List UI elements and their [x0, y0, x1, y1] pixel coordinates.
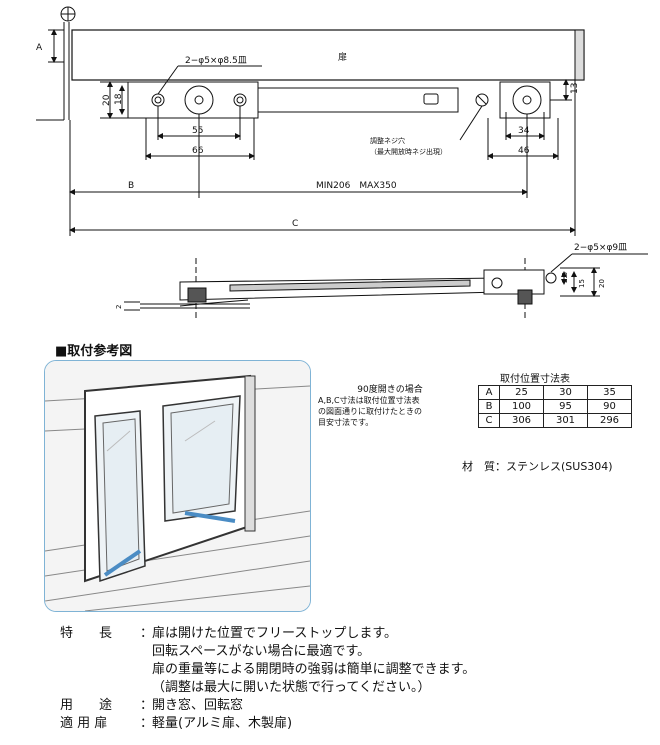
dim-55-label: 55 [192, 126, 203, 136]
side-view: 2 [115, 258, 557, 318]
door-label: 扉 [338, 51, 347, 63]
material-spec: 材 質：ステンレス(SUS304) [462, 460, 613, 473]
door-outline [71, 29, 585, 81]
row-header: B [478, 399, 500, 414]
frame-post [60, 6, 76, 120]
side-dim-15-label: 15 [578, 279, 586, 288]
screw-leader [459, 105, 483, 141]
feature-key: 用 途 [60, 698, 113, 713]
feature-line: 開き窓、回転窓 [152, 698, 244, 713]
note-body: A,B,C寸法は取付位置寸法表 の図面通りに取付けたときの 目安寸法です。 [318, 395, 468, 428]
table-cell: 25 [499, 385, 544, 400]
table-row: C 306 301 296 [478, 413, 632, 428]
table-cell: 100 [499, 399, 544, 414]
feature-colon: ： [140, 716, 154, 731]
features-list: 特 長 ： 扉は開けた位置でフリーストップします。 回転スペースがない場合に最適… [60, 625, 475, 733]
side-dim-25-label: 2.5 [561, 272, 569, 283]
dim-b-label: B [128, 181, 134, 191]
row-header: C [478, 413, 500, 428]
dim-c: C [69, 80, 576, 236]
table-cell: 90 [587, 399, 632, 414]
window-illustration [45, 361, 310, 611]
note-line: A,B,C寸法は取付位置寸法表 [318, 396, 420, 405]
dim-a: A [36, 29, 64, 121]
dim-66-label: 66 [192, 146, 204, 156]
hole-leader-left [157, 65, 179, 95]
feature-key: 特 長 [60, 626, 113, 641]
feature-line: 扉の重量等による開閉時の強弱は簡単に調整できます。 [152, 662, 476, 677]
hole-leader-right [550, 253, 573, 273]
dimension-table: A 25 30 35 B 100 95 90 C 306 301 296 [478, 385, 632, 428]
table-row: B 100 95 90 [478, 399, 632, 414]
note-title: 90度開きの場合 [357, 385, 423, 395]
feature-key: 適 用 扉 [60, 716, 108, 731]
stay-technical-drawing: 扉 A 2−φ5×φ8.5皿 20 18 [36, 6, 648, 318]
dim-b: B MIN206 MAX350 [69, 114, 528, 236]
door-edge [574, 29, 585, 81]
feature-line: 扉は開けた位置でフリーストップします。 [152, 626, 398, 641]
feature-row: 用 途 ： 開き窓、回転窓 [60, 697, 475, 715]
dim-18-label: 18 [114, 93, 124, 105]
range-label: MIN206 MAX350 [316, 181, 397, 191]
slide-stopper [423, 93, 439, 105]
table-row: A 25 30 35 [478, 385, 632, 400]
hole-spec-left: 2−φ5×φ8.5皿 [185, 56, 247, 66]
dim-c-label: C [292, 219, 298, 229]
feature-line: 軽量(アルミ扉、木製扉) [152, 716, 293, 731]
feature-row: 適 用 扉 ： 軽量(アルミ扉、木製扉) [60, 715, 475, 733]
feature-row: 特 長 ： 扉は開けた位置でフリーストップします。 回転スペースがない場合に最適… [60, 625, 475, 697]
note-line: の図面通りに取付けたときの [318, 407, 422, 416]
feature-line: （調整は最大に開いた状態で行ってください。） [152, 680, 431, 695]
side-dims-right: 20 15 2.5 [560, 267, 606, 297]
frame-plate [127, 81, 259, 119]
section-title: ■取付参考図 [55, 344, 133, 359]
feature-value: 扉は開けた位置でフリーストップします。 回転スペースがない場合に最適です。 扉の… [152, 625, 475, 697]
door-plate [499, 81, 551, 119]
table-cell: 30 [543, 385, 588, 400]
adjust-screw-icon [475, 93, 489, 107]
row-header: A [478, 385, 500, 400]
note-line: 目安寸法です。 [318, 418, 374, 427]
table-caption: 取付位置寸法表 [500, 374, 570, 385]
side-dim-20-label: 20 [598, 279, 606, 288]
table-cell: 296 [587, 413, 632, 428]
table-cell: 306 [499, 413, 544, 428]
hole-spec-right: 2−φ5×φ9皿 [574, 243, 627, 253]
dim-a-label: A [36, 43, 43, 53]
feature-colon: ： [140, 698, 154, 713]
dim-34-46: 34 46 [487, 112, 559, 160]
adjust-screw-note: （最大開放時ネジ出現） [370, 147, 447, 156]
dim-20-18: 20 18 [100, 81, 128, 119]
dim-46-label: 46 [518, 146, 530, 156]
table-cell: 35 [587, 385, 632, 400]
feature-line: 回転スペースがない場合に最適です。 [152, 644, 371, 659]
installation-photo [44, 360, 311, 612]
table-cell: 301 [543, 413, 588, 428]
dim-2-label: 2 [115, 305, 123, 309]
dim-34-label: 34 [518, 126, 530, 136]
feature-colon: ： [140, 626, 154, 641]
table-cell: 95 [543, 399, 588, 414]
dim-20-label: 20 [102, 94, 112, 106]
adjust-screw-label: 調整ネジ穴 [370, 136, 405, 145]
